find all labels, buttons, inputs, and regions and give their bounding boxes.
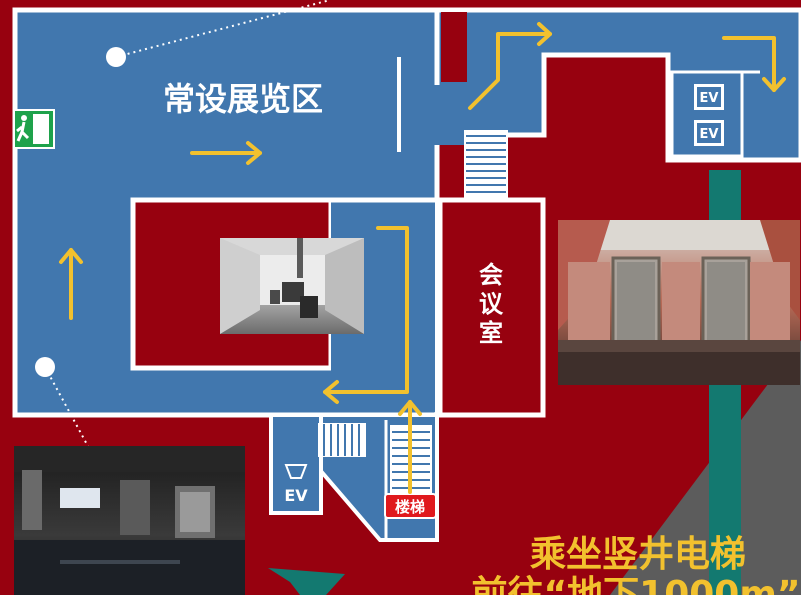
gray-diagonal-shape [610, 340, 801, 595]
stairs-badge [384, 493, 437, 519]
callout-dot-top [106, 47, 126, 67]
meeting-room-label-2: 议 [479, 290, 504, 318]
arrow-top-connector-icon [468, 22, 552, 110]
photo-exhibition-hall [220, 238, 364, 334]
ev-lift-top-2-label: EV [700, 127, 719, 142]
arrow-corridor-icon [323, 226, 409, 404]
photo-dark-gallery [14, 446, 245, 595]
emergency-exit-icon [13, 109, 55, 149]
stairs-label: 楼梯 [395, 498, 425, 516]
meeting-room-label-1: 会 [479, 261, 503, 289]
ev-lift-bottom-label: EV [284, 486, 308, 505]
exhibition-area-label: 常设展览区 [163, 80, 323, 118]
ev-lift-top-1-label: EV [700, 91, 719, 106]
shaft-callout-line-2: 前往“地下1000m” [471, 574, 800, 595]
teal-arrow-icon [268, 568, 345, 595]
meeting-room-label-3: 室 [479, 319, 503, 347]
arrow-down-right-icon [722, 36, 786, 92]
meeting-room [437, 197, 546, 418]
callout-lines [44, 0, 331, 451]
shaft-callout-line-1: 乘坐竖井电梯 [530, 534, 746, 575]
arrow-stairs-up-icon [398, 400, 422, 494]
callout-dot-left [35, 357, 55, 377]
photo-elevator-lobby [558, 220, 800, 385]
upper-stairs-lines [466, 135, 506, 193]
arrow-right-icon [190, 141, 262, 165]
flow-arrows [59, 22, 786, 494]
arrow-up-icon [59, 248, 83, 320]
wall-notch [441, 12, 467, 82]
